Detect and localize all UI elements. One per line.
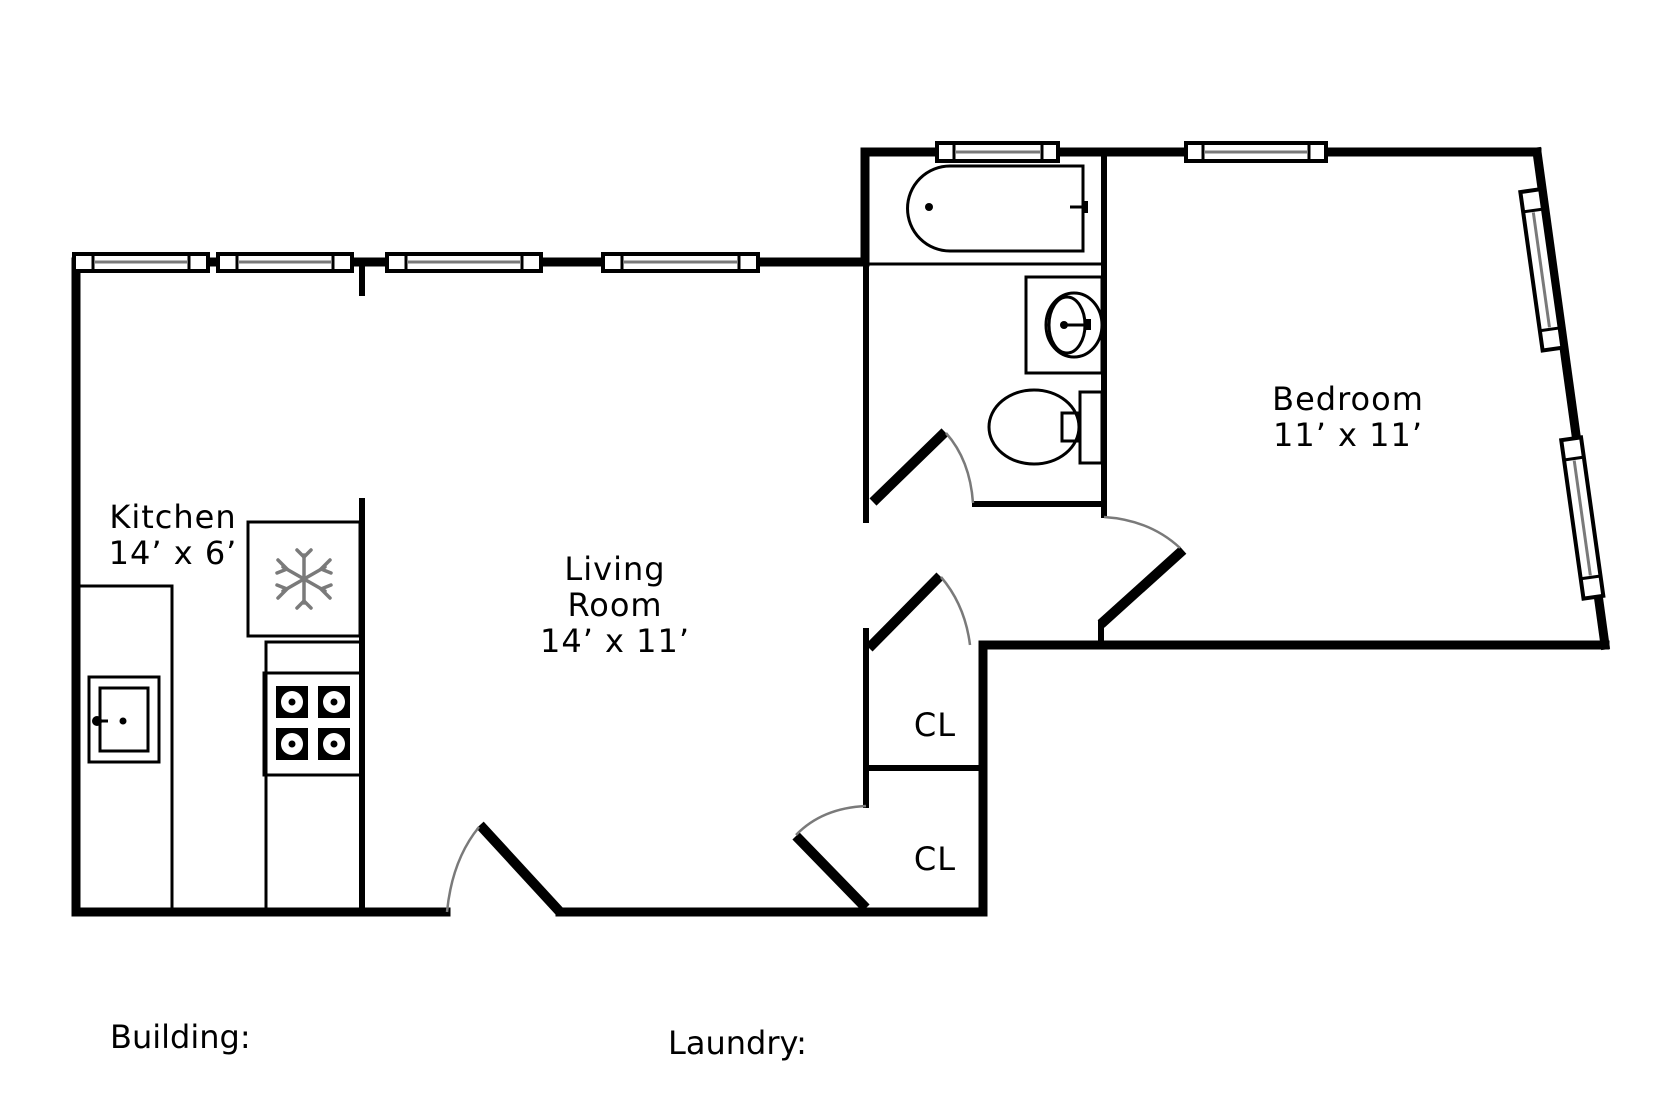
room-name: CL [913,840,957,878]
bathroom-sink-icon [1024,275,1104,375]
room-size: 14’ x 6’ [108,533,238,572]
kitchen-sink-icon [87,675,161,764]
toilet-icon [987,388,1104,466]
entry-door[interactable] [445,821,564,916]
room-name-line2: Room [567,585,663,624]
room-label-living-room: Living Room 14’ x 11’ [520,550,710,660]
room-name-line1: Living [564,550,666,588]
closet-door-upper[interactable] [865,572,972,652]
bathroom-door[interactable] [869,428,975,506]
kitchen-counter-left [80,584,174,912]
windows [72,141,1606,601]
window [1184,141,1328,163]
bathtub-icon [906,164,1088,253]
building-label: Building: [110,1018,251,1056]
room-label-closet-lower: CL [900,840,970,878]
window [216,252,354,273]
burner [276,686,308,718]
laundry-label: Laundry: [668,1024,807,1062]
room-size: 14’ x 11’ [539,621,691,660]
room-size: 11’ x 11’ [1272,415,1424,454]
burner [318,686,350,718]
kitchen-counter-right [264,640,360,912]
room-label-closet-upper: CL [900,706,970,744]
room-label-kitchen: Kitchen 14’ x 6’ [98,498,248,572]
window [935,141,1060,163]
room-name: Bedroom [1272,380,1424,418]
burner [276,728,308,760]
window [385,252,543,273]
room-label-bedroom: Bedroom 11’ x 11’ [1248,380,1448,454]
window [72,252,210,273]
refrigerator-icon [246,520,362,638]
window [1558,435,1606,601]
burner [318,728,350,760]
window [1518,187,1565,353]
stove-icon [262,671,364,777]
room-name: CL [913,706,957,744]
window [601,252,760,273]
doors [445,428,1187,916]
room-name: Kitchen [109,498,237,536]
bedroom-door[interactable] [1097,515,1187,628]
closet-door-lower[interactable] [792,804,870,912]
